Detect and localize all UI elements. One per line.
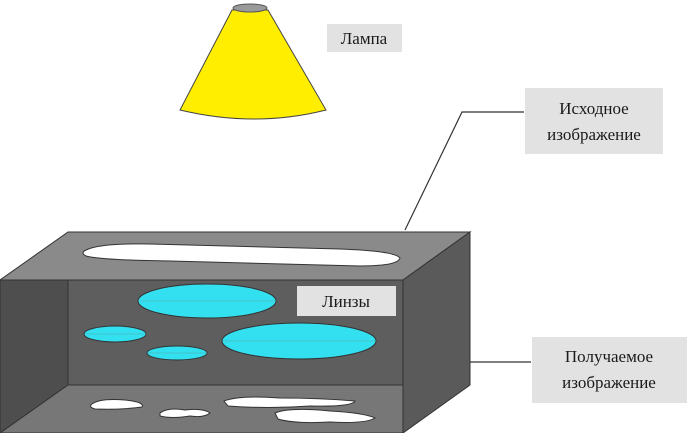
- result-image-label-line1: Получаемое: [565, 347, 653, 366]
- source-image-shape: [82, 243, 401, 267]
- result-shape-2: [159, 408, 211, 418]
- result-shape-3: [223, 396, 356, 408]
- lamp-cone: [179, 9, 327, 120]
- lenses-label: Линзы: [297, 286, 396, 316]
- result-image-label: Получаемое изображение: [532, 337, 687, 403]
- source-image-pointer: [404, 111, 524, 231]
- result-image-label-line2: изображение: [562, 373, 656, 392]
- result-shape-1: [90, 399, 143, 410]
- lamp-label-text: Лампа: [341, 29, 388, 48]
- lenses: [83, 283, 377, 361]
- lamp-base: [232, 3, 268, 13]
- result-shape-4: [274, 408, 377, 424]
- lenses-label-text: Линзы: [322, 292, 370, 311]
- source-image-label-line1: Исходное: [559, 99, 628, 118]
- lamp: [179, 3, 327, 120]
- source-image-label: Исходное изображение: [525, 88, 663, 154]
- lamp-label: Лампа: [327, 24, 402, 52]
- source-image-label-line2: изображение: [547, 125, 641, 144]
- result-image-shapes: [90, 396, 377, 424]
- box-inner-floor: [0, 384, 404, 433]
